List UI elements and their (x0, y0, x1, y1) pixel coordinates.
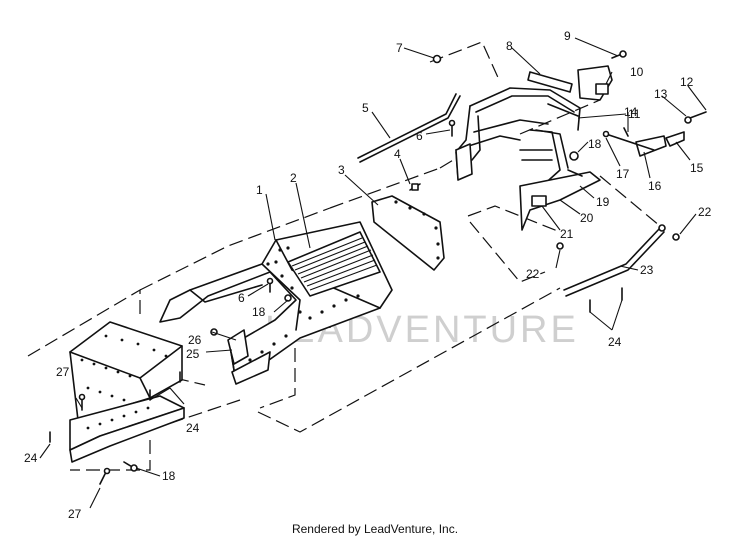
part-14-pin (623, 127, 629, 137)
callout-18-right: 18 (588, 137, 602, 151)
callout-22-lower: 22 (526, 267, 540, 281)
part-4-bolt (409, 183, 421, 191)
part-17-rod (602, 130, 655, 151)
part-10-bracket (577, 65, 613, 101)
callout-25: 25 (186, 347, 200, 361)
callout-2: 2 (290, 171, 297, 185)
callout-20: 20 (580, 211, 594, 225)
callout-1: 1 (256, 183, 263, 197)
callout-7: 7 (396, 41, 403, 55)
part-12-screw (689, 111, 707, 119)
part-24-clip-right (589, 287, 623, 313)
part-3-side-panel (371, 195, 445, 271)
callout-26: 26 (188, 333, 202, 347)
callout-10: 10 (630, 65, 644, 79)
callout-4: 4 (394, 147, 401, 161)
part-24-clip-left-b (149, 371, 181, 401)
callout-27-upper: 27 (56, 365, 70, 379)
callout-17: 17 (616, 167, 630, 181)
callout-24-left: 24 (24, 451, 38, 465)
callout-13: 13 (654, 87, 668, 101)
footer-credit: Rendered by LeadVenture, Inc. (291, 522, 459, 536)
callout-labels: 1 2 3 4 5 6 6 7 8 9 10 11 12 13 14 15 16… (24, 29, 712, 521)
part-22-nut-a (672, 233, 680, 241)
callout-23: 23 (640, 263, 654, 277)
callout-24-right: 24 (608, 335, 622, 349)
part-13-washer (684, 116, 692, 124)
callout-5: 5 (362, 101, 369, 115)
callout-3: 3 (338, 163, 345, 177)
callout-11: 11 (628, 107, 641, 121)
part-18-bolt-a (284, 294, 292, 302)
part-8-strap (527, 71, 579, 117)
callout-9: 9 (564, 29, 571, 43)
part-23-side-rod (563, 224, 666, 297)
part-18-bolt-b (123, 461, 138, 472)
callout-6-lower: 6 (238, 291, 245, 305)
part-6-bolt-a (266, 277, 274, 293)
callout-24-center: 24 (186, 421, 200, 435)
callout-6-upper: 6 (416, 129, 423, 143)
part-6-bolt-b (448, 119, 456, 137)
leader-lines (39, 37, 707, 509)
part-9-bolt (611, 50, 627, 59)
part-2-tread-plate (287, 231, 381, 297)
part-5-rod (357, 93, 461, 163)
callout-21: 21 (560, 227, 574, 241)
callout-15: 15 (690, 161, 704, 175)
part-16-plate (635, 135, 667, 157)
part-22-nut-b (556, 242, 564, 250)
callout-18-front: 18 (162, 469, 176, 483)
part-21-plate (531, 195, 547, 207)
callout-8: 8 (506, 39, 513, 53)
callout-18-center: 18 (252, 305, 266, 319)
callout-27-lower: 27 (68, 507, 82, 521)
callout-22-right: 22 (698, 205, 712, 219)
callout-14: 14 (624, 105, 638, 119)
callout-16: 16 (648, 179, 662, 193)
part-27-bolt-b (99, 467, 111, 485)
lower-skid-plate (69, 395, 185, 463)
callout-12: 12 (680, 75, 694, 89)
callout-19: 19 (596, 195, 610, 209)
part-15-clip (665, 131, 685, 147)
part-26-nut (210, 328, 218, 336)
part-7-nut (432, 54, 442, 64)
